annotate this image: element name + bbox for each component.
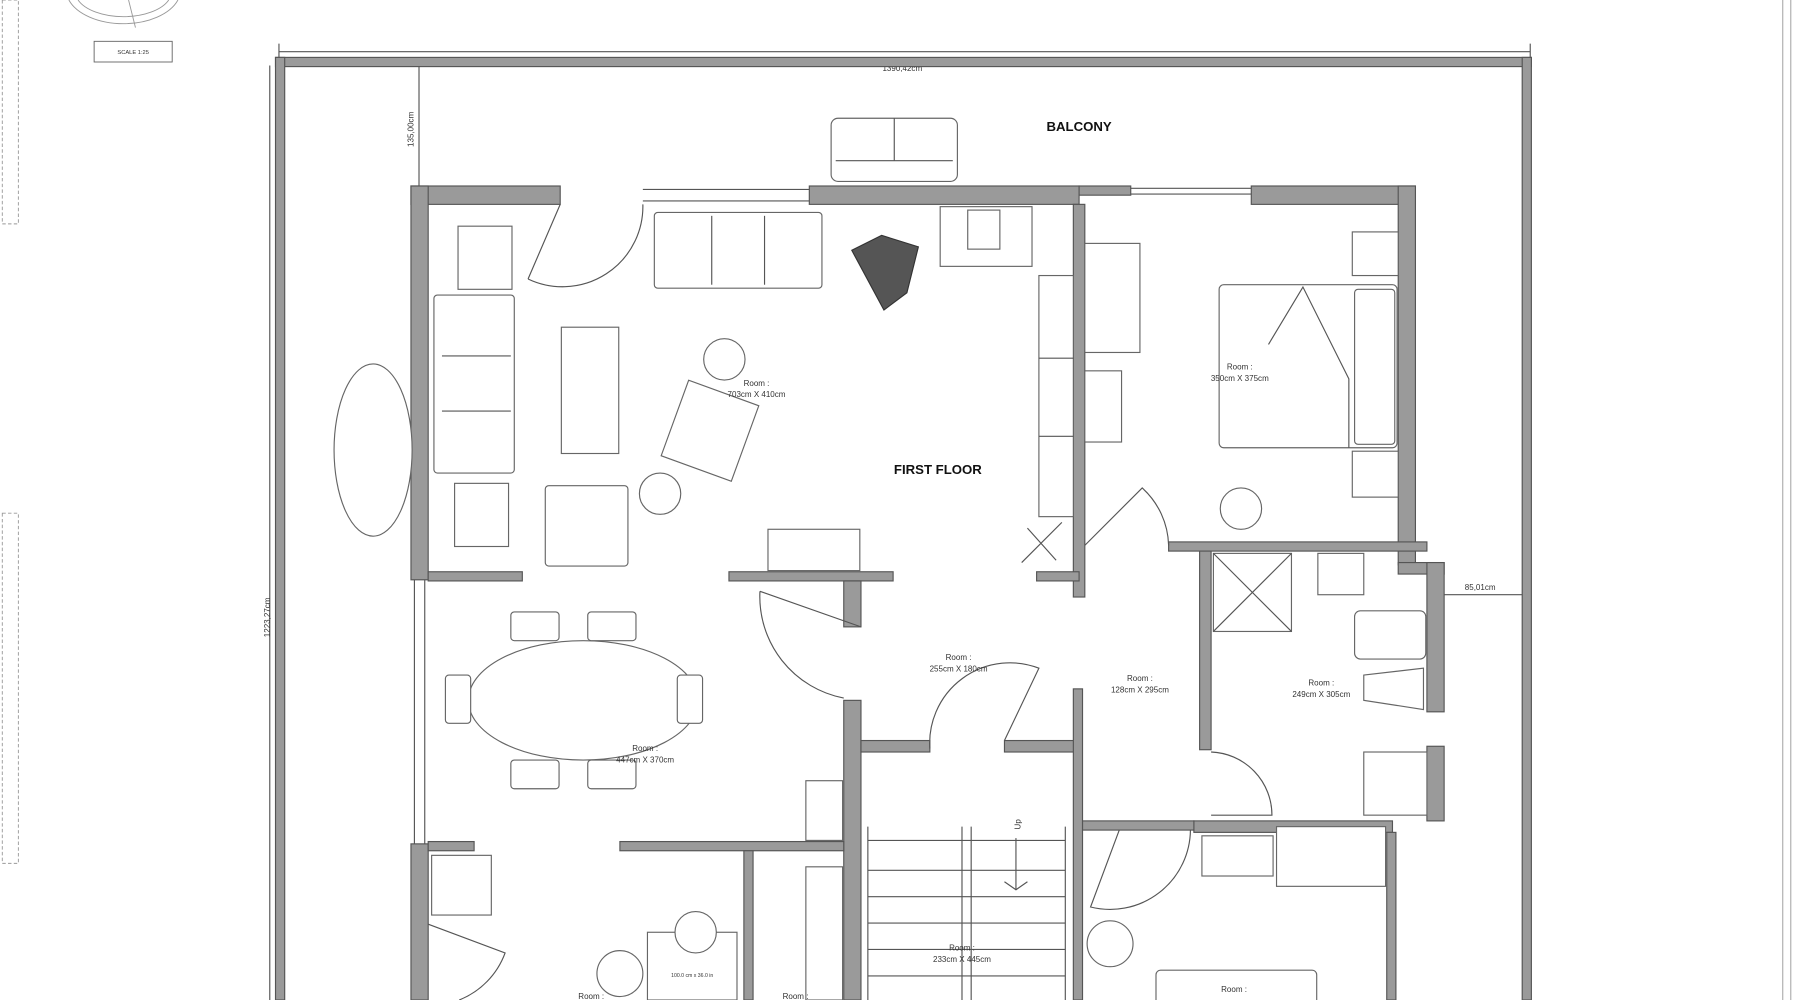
room-label-corridor: Room : 128cm X 295cm — [1111, 674, 1169, 694]
balcony-label: BALCONY — [1046, 119, 1111, 134]
svg-text:255cm X 180cm: 255cm X 180cm — [930, 665, 988, 674]
svg-text:Room :: Room : — [744, 379, 770, 388]
dimension-left-height: 1223,27cm — [263, 597, 272, 637]
svg-text:Room :: Room : — [949, 944, 975, 953]
room-label-bathroom: Room : 249cm X 305cm — [1292, 678, 1350, 698]
doors — [427, 204, 1273, 1000]
room-label-bedroom: Room : 350cm X 375cm — [1211, 363, 1269, 383]
svg-text:447cm X 370cm: 447cm X 370cm — [616, 755, 674, 764]
room-label-study: Room : — [578, 992, 604, 1000]
furniture — [333, 117, 1428, 1000]
scale-box — [93, 40, 173, 63]
room-label-dining: Room : 447cm X 370cm — [616, 744, 674, 764]
room-label-hall: Room : 255cm X 180cm — [930, 653, 988, 673]
dimension-top-width: 1390,42cm — [882, 64, 922, 73]
svg-text:Room :: Room : — [946, 653, 972, 662]
interior-walls — [410, 185, 1445, 1000]
room-label-bedroom-2: Room : — [1221, 985, 1247, 994]
svg-text:233cm X 445cm: 233cm X 445cm — [933, 955, 991, 964]
room-label-stairs: Room : 233cm X 445cm — [933, 944, 991, 964]
room-label-closet: Room : — [783, 992, 809, 1000]
svg-text:Room :: Room : — [1308, 678, 1334, 687]
svg-text:350cm X 375cm: 350cm X 375cm — [1211, 374, 1269, 383]
room-label-living: Room : 703cm X 410cm — [728, 379, 786, 399]
dimension-right-offset: 85,01cm — [1465, 583, 1496, 592]
stairs-up-label: Up — [1014, 819, 1023, 830]
scale-label: SCALE 1:25 — [117, 50, 149, 56]
svg-text:249cm X 305cm: 249cm X 305cm — [1292, 690, 1350, 699]
svg-text:Room :: Room : — [1127, 674, 1153, 683]
staircase — [867, 826, 1066, 1000]
svg-text:Room :: Room : — [632, 744, 658, 753]
svg-text:Room :: Room : — [1227, 363, 1253, 372]
desk-size-label: 100.0 cm x 36.0 in — [671, 973, 713, 979]
compass-icon — [68, 0, 179, 28]
dimension-balcony-depth: 135,00cm — [406, 111, 415, 147]
svg-text:703cm X 410cm: 703cm X 410cm — [728, 390, 786, 399]
floor-label: FIRST FLOOR — [894, 462, 982, 477]
dimension-lines — [269, 43, 1531, 1000]
svg-text:128cm X 295cm: 128cm X 295cm — [1111, 685, 1169, 694]
